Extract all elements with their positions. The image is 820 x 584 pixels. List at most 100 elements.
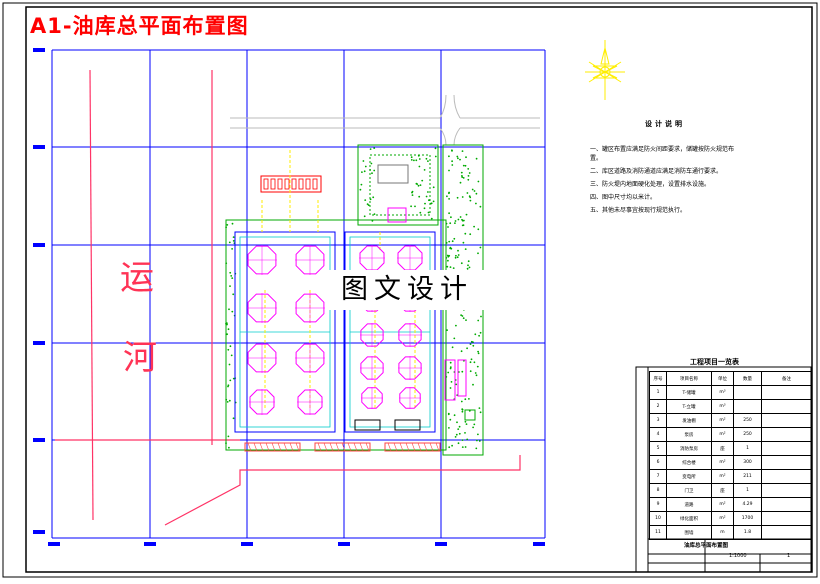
loading-bay: [298, 178, 304, 190]
truck-bay-hatch: [265, 442, 270, 452]
truck-bay-hatch: [341, 442, 346, 452]
green-dot: [372, 196, 375, 199]
table-cell: [761, 399, 812, 414]
green-dot: [454, 220, 457, 222]
truck-bay-hatch: [253, 442, 258, 452]
green-dot: [227, 328, 230, 331]
tank: [295, 245, 325, 275]
green-dot: [417, 154, 420, 157]
green-dot: [477, 319, 480, 322]
green-dot: [468, 266, 471, 269]
truck-bay-hatch: [417, 442, 422, 452]
green-dot: [462, 177, 465, 179]
green-dot: [447, 413, 450, 416]
green-dot: [472, 426, 474, 429]
tank: [399, 387, 421, 409]
table-cell: 绿化面积: [666, 511, 712, 526]
truck-bay-hatch: [289, 442, 294, 452]
green-dot: [445, 222, 448, 225]
green-dot: [475, 447, 478, 450]
table-cell: m²: [711, 455, 734, 470]
table-cell: 发油棚: [666, 413, 712, 428]
green-dot: [457, 249, 459, 252]
green-dot: [228, 399, 231, 402]
green-dot: [228, 308, 230, 311]
design-notes-title: 设计说明: [645, 120, 685, 128]
table-cell: [761, 385, 812, 400]
green-dot: [418, 158, 421, 160]
project-table-title: 工程项目一览表: [690, 358, 739, 366]
green-dot: [464, 164, 467, 167]
table-cell: m³: [711, 385, 734, 400]
green-dot: [425, 157, 428, 160]
truck-bay-hatch: [283, 442, 288, 452]
green-dot: [461, 408, 464, 411]
green-dot: [448, 212, 450, 215]
green-dot: [455, 433, 458, 436]
green-dot: [418, 165, 421, 168]
green-dot: [461, 224, 464, 227]
green-dot: [229, 271, 232, 274]
truck-bay-hatch: [323, 442, 328, 452]
green-dot: [449, 266, 452, 268]
green-dot: [464, 232, 467, 235]
green-dot: [467, 175, 470, 177]
table-cell: 250: [733, 427, 762, 442]
green-dot: [361, 171, 363, 174]
coordinate-grid: [51, 49, 546, 539]
green-dot: [458, 432, 461, 435]
truck-bay-hatch: [335, 442, 340, 452]
green-dot: [460, 314, 462, 316]
green-dot: [464, 248, 467, 251]
design-note-item: 二、库区道路及消防通道应满足消防车通行要求。: [590, 168, 723, 175]
green-dot: [465, 213, 468, 216]
truck-bay: [244, 442, 301, 452]
green-dot: [411, 191, 413, 194]
green-dot: [432, 186, 435, 189]
green-dot: [472, 383, 474, 386]
green-dot: [480, 315, 482, 318]
green-dot: [430, 202, 433, 205]
table-cell: 5: [649, 441, 667, 456]
loading-bays: [263, 178, 318, 190]
green-dot: [454, 256, 457, 259]
green-dot: [231, 277, 234, 279]
table-cell: m²: [711, 413, 734, 428]
green-dot: [227, 384, 230, 387]
green-dot: [474, 372, 477, 374]
green-dot: [369, 148, 372, 151]
green-dot: [231, 248, 234, 250]
table-cell: 围墙: [666, 525, 712, 540]
green-dot: [477, 350, 479, 353]
green-dot: [448, 254, 451, 257]
green-dot: [427, 191, 429, 193]
green-dot: [461, 370, 464, 373]
green-dot: [448, 198, 450, 200]
green-dot: [450, 381, 453, 383]
design-note-item: 一、罐区布置应满足防火间距要求，储罐按防火规范布置。: [590, 146, 735, 162]
green-dot: [462, 219, 464, 222]
table-cell: 4.29: [733, 497, 762, 512]
table-cell: 10: [649, 511, 667, 526]
green-dot: [427, 160, 429, 163]
green-dot: [467, 178, 470, 181]
green-dot: [462, 241, 465, 244]
truck-bay: [314, 442, 371, 452]
green-dot: [477, 352, 480, 355]
green-dot: [447, 226, 449, 228]
table-cell: 3: [649, 413, 667, 428]
green-dot: [448, 169, 450, 172]
green-dot: [461, 410, 464, 413]
tank: [295, 293, 325, 323]
green-dot: [226, 401, 229, 403]
green-dot: [453, 337, 456, 340]
green-dot: [459, 216, 462, 218]
green-dot: [454, 436, 457, 438]
office-building: [377, 164, 409, 184]
table-header-cell: 序号: [649, 371, 667, 386]
green-dot: [460, 350, 463, 353]
